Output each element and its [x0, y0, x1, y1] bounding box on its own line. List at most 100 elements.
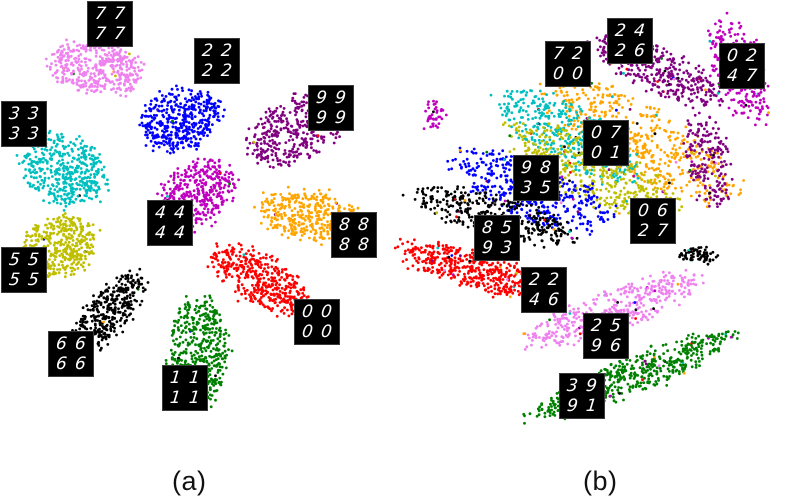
digit-sample: 9 [334, 107, 348, 128]
digit-sample: 7 [94, 3, 108, 24]
digit-sample: 6 [656, 200, 670, 221]
digit-sample: 5 [27, 249, 41, 270]
digit-sample: 8 [338, 234, 352, 255]
digit-sample: 1 [188, 367, 202, 388]
digit-sample: 3 [8, 103, 22, 124]
cluster-black-right [678, 245, 720, 266]
digit-sample: 8 [357, 234, 371, 255]
digit-sample: 4 [726, 65, 740, 86]
digit-sample: 0 [590, 142, 604, 163]
cluster-9 [244, 92, 348, 169]
cluster-1 [164, 294, 234, 409]
digit-sample: 7 [113, 3, 127, 24]
digit-sample: 9 [334, 87, 348, 108]
digit-sample: 0 [301, 301, 315, 322]
digit-sample: 2 [220, 40, 234, 61]
digit-sample: 2 [614, 40, 628, 61]
digit-sample: 2 [614, 20, 628, 41]
digit-sample: 5 [500, 217, 514, 238]
digit-sample: 3 [8, 123, 22, 144]
cluster-2 [138, 84, 226, 155]
digit-sample: 2 [220, 60, 234, 81]
digit-sample: 1 [188, 387, 202, 408]
digit-sample: 0 [320, 301, 334, 322]
digit-sample: 2 [528, 269, 542, 290]
digit-sample: 9 [315, 107, 329, 128]
digit-sample: 2 [571, 43, 585, 64]
digit-sample: 9 [585, 375, 599, 396]
digit-sample: 6 [55, 353, 69, 374]
digit-sample: 3 [27, 103, 41, 124]
digit-sample: 1 [169, 387, 183, 408]
digit-sample: 7 [552, 43, 566, 64]
digit-sample: 8 [481, 217, 495, 238]
digit-sample: 8 [357, 214, 371, 235]
cluster-0 [206, 242, 310, 318]
digit-sample: 4 [528, 289, 542, 310]
digit-sample: 2 [637, 220, 651, 241]
digit-sample: 5 [539, 177, 553, 198]
digit-sample: 0 [320, 321, 334, 342]
digit-sample: 8 [338, 214, 352, 235]
digit-sample: 2 [590, 315, 604, 336]
digit-sample: 6 [609, 335, 623, 356]
digit-sample: 9 [590, 335, 604, 356]
digit-sample: 5 [8, 269, 22, 290]
digit-sample: 5 [609, 315, 623, 336]
digit-sample: 3 [520, 177, 534, 198]
digit-sample: 7 [113, 23, 127, 44]
digit-sample: 2 [547, 269, 561, 290]
digit-sample: 5 [27, 269, 41, 290]
digit-sample: 3 [27, 123, 41, 144]
digit-sample: 0 [726, 45, 740, 66]
digit-sample: 7 [656, 220, 670, 241]
digit-sample: 4 [633, 20, 647, 41]
digit-sample: 0 [590, 122, 604, 143]
digit-sample: 2 [745, 45, 759, 66]
digit-sample: 6 [74, 353, 88, 374]
cluster-green [522, 330, 740, 425]
digit-sample: 1 [609, 142, 623, 163]
digit-sample: 0 [301, 321, 315, 342]
digit-sample: 1 [169, 367, 183, 388]
digit-sample: 7 [94, 23, 108, 44]
panel-b-label: (b) [583, 466, 618, 496]
digit-sample: 9 [481, 237, 495, 258]
digit-sample: 7 [745, 65, 759, 86]
digit-sample: 4 [173, 202, 187, 223]
digit-sample: 3 [500, 237, 514, 258]
panel-a-label: (a) [172, 466, 207, 496]
cluster-purple-right [682, 111, 734, 209]
digit-sample: 3 [566, 375, 580, 396]
digit-sample: 2 [201, 40, 215, 61]
cluster-3 [15, 129, 110, 212]
digit-sample: 7 [609, 122, 623, 143]
digit-sample: 4 [154, 202, 168, 223]
digit-sample: 9 [315, 87, 329, 108]
digit-sample: 0 [571, 63, 585, 84]
digit-sample: 6 [74, 333, 88, 354]
digit-sample: 6 [633, 40, 647, 61]
